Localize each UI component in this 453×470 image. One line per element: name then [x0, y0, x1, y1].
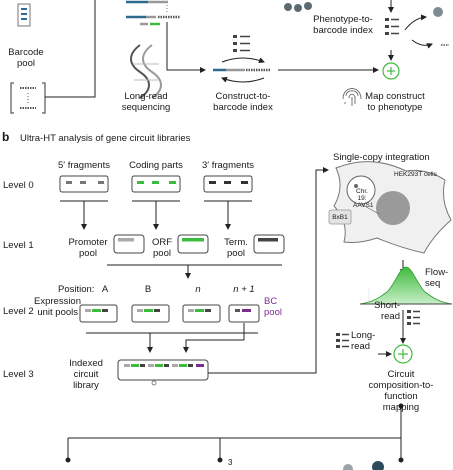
hek-label: HEK293T cells — [394, 171, 437, 178]
level1-label: Level 1 — [3, 240, 34, 251]
chr-label: Chr. 19: AAVS1 — [353, 188, 374, 209]
col-3p-label: 3′ fragments — [202, 160, 254, 171]
panel-b-title: Ultra-HT analysis of gene circuit librar… — [20, 133, 191, 144]
top-plus-icon — [382, 62, 400, 80]
bxb1-box — [328, 209, 352, 225]
barcode-pool-bracket — [10, 82, 46, 114]
flowseq-label: Flow-seq — [425, 267, 449, 289]
level0-label: Level 0 — [3, 180, 34, 191]
level3-library — [117, 359, 209, 386]
term-pool-label: Term. pool — [224, 237, 248, 259]
list-icon-top — [233, 35, 250, 52]
top-barcode-icon — [17, 3, 31, 27]
plus-icon — [393, 344, 413, 364]
level0-frames — [59, 175, 253, 193]
cells-icon-top — [284, 2, 312, 12]
list-icon-shortread — [407, 310, 420, 325]
level1-frames — [113, 234, 285, 254]
phenotype-index-label: Phenotype-to-barcode index — [313, 14, 373, 36]
dna-icon — [130, 44, 162, 99]
barcode-pool-line — [45, 0, 96, 98]
col-5p-label: 5′ fragments — [58, 160, 110, 171]
position-label: Position: — [58, 284, 95, 295]
cell-dot-right — [433, 7, 443, 17]
level2-frames — [79, 304, 260, 323]
map-label: Map construct to phenotype — [365, 91, 425, 113]
top-reads — [126, 0, 180, 26]
barcode-pool-label: Barcode pool — [8, 47, 44, 69]
bottom-tree — [65, 403, 404, 470]
list-icon-right — [385, 18, 399, 35]
level3-label: Level 3 — [3, 369, 34, 380]
pos-b: B — [144, 284, 152, 295]
pos-n: n — [195, 284, 201, 295]
short-read-label: Short-read — [374, 300, 400, 322]
level0-parts — [66, 181, 248, 184]
bottom-superscript: 3 — [228, 458, 233, 467]
level2-label: Level 2 — [3, 306, 34, 317]
pos-a: A — [101, 284, 109, 295]
expression-pools-label: Expression unit pools — [34, 296, 81, 318]
promoter-pool-label: Promoter pool — [68, 237, 108, 259]
construct-index-label: Construct-to-barcode index — [213, 91, 273, 113]
bc-pool-label: BC pool — [264, 296, 282, 318]
bxb1-label: BxB1 — [332, 214, 348, 221]
indexed-library-label: Indexed circuit library — [69, 358, 103, 391]
mapping-label: Circuit composition-to-function mapping — [368, 369, 434, 413]
pos-n1: n + 1 — [233, 284, 255, 295]
long-read-label: Long-read sequencing — [121, 91, 171, 113]
panel-b-letter: b — [2, 130, 10, 144]
fingerprint-icon — [342, 88, 362, 106]
single-copy-label: Single-copy integration — [333, 152, 430, 163]
flowseq-histogram — [359, 266, 453, 305]
long-read2-label: Long-read — [351, 330, 376, 352]
orf-pool-label: ORF pool — [151, 237, 173, 259]
level2-units — [85, 309, 251, 312]
col-coding-label: Coding parts — [129, 160, 183, 171]
list-icon-longread — [336, 333, 349, 348]
